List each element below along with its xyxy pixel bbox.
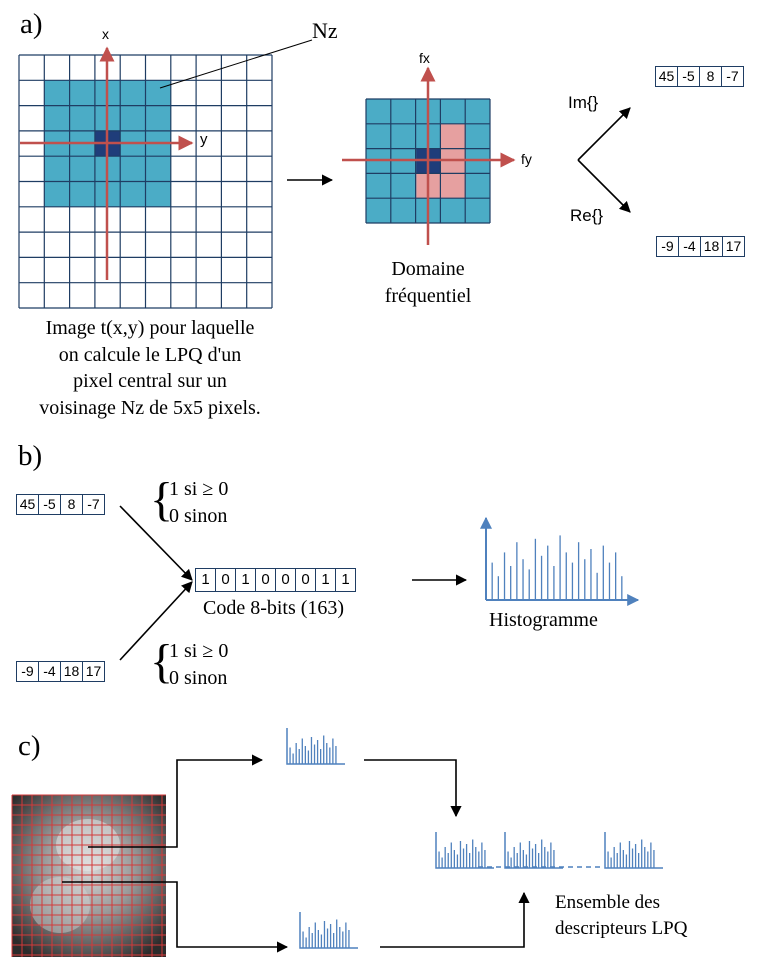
image-caption-line-3: pixel central sur un	[73, 370, 227, 392]
re-value-3: 18	[701, 237, 723, 256]
re-value-2: -4	[679, 237, 701, 256]
top-value-2: -5	[39, 495, 61, 514]
bottom-value-4: 17	[85, 663, 102, 679]
top-value-4: -7	[87, 496, 100, 512]
fx-axis-label: fx	[419, 50, 430, 66]
rule-top-line-1: 1 si ≥ 0	[169, 478, 229, 500]
bottom-vector-to-code-arrow	[119, 581, 193, 661]
frequency-caption-line-2: fréquentiel	[384, 285, 472, 307]
lpq-set-caption-line-1: Ensemble des	[555, 892, 661, 913]
rule-top-brace: {	[150, 473, 174, 526]
nz-label: Nz	[312, 18, 338, 43]
top-coefficient-vector: 45 -5 8 -7	[16, 494, 105, 515]
code-bit-3: 1	[236, 569, 256, 591]
histogram-small-top-axes	[286, 728, 345, 765]
histogram-set-2-axes	[504, 832, 563, 869]
histogram-small-bottom-axes	[299, 912, 358, 949]
rule-top: 1 si ≥ 0 0 sinon	[169, 476, 228, 530]
image-caption: Image t(x,y) pour laquelle on calcule le…	[0, 315, 300, 421]
image-caption-line-1: Image t(x,y) pour laquelle	[45, 317, 255, 339]
rule-bottom-line-2: 0 sinon	[169, 667, 228, 689]
im-value-2: -5	[678, 67, 700, 86]
histogram-large	[480, 516, 640, 606]
code-bit-4: 0	[256, 569, 276, 591]
top-value-3: 8	[61, 495, 83, 514]
im-value-4: -7	[726, 68, 739, 84]
lpq-set-caption: Ensemble des descripteurs LPQ	[555, 890, 687, 942]
image-grid	[18, 39, 313, 309]
code-bit-7: 1	[316, 569, 336, 591]
frequency-grid	[342, 66, 516, 245]
y-axis-label: y	[200, 131, 208, 148]
x-axis-label: x	[102, 26, 109, 42]
region-to-histogram-bottom	[62, 881, 289, 953]
rule-bottom: 1 si ≥ 0 0 sinon	[169, 638, 228, 692]
re-branch-arrow	[577, 159, 631, 213]
region-to-histogram-top	[88, 754, 264, 848]
bottom-coefficient-vector: -9 -4 18 17	[16, 661, 105, 682]
image-grid-lines	[18, 54, 273, 309]
histogram-set-1-axes	[435, 832, 494, 869]
im-vector: 45 -5 8 -7	[655, 66, 744, 87]
frequency-caption-line-1: Domaine	[391, 258, 465, 280]
frequency-caption: Domaine fréquentiel	[358, 256, 498, 310]
binary-code: 1 0 1 0 0 0 1 1	[195, 568, 356, 592]
im-value-1: 45	[656, 67, 678, 86]
fy-axis-label: fy	[521, 151, 532, 167]
bottom-histogram-to-set	[380, 891, 530, 948]
histogram-small-top	[286, 728, 345, 765]
panel-c-connectors	[62, 754, 530, 953]
nz-pointer-line	[159, 39, 313, 89]
image-caption-line-4: voisinage Nz de 5x5 pixels.	[39, 396, 261, 419]
face-grid-lines	[11, 794, 166, 957]
top-histogram-to-set	[364, 759, 462, 818]
lpq-set-caption-line-2: descripteurs LPQ	[555, 918, 688, 939]
top-value-1: 45	[17, 495, 39, 514]
code-bit-5: 0	[276, 569, 296, 591]
panel-a-label: a)	[20, 8, 43, 40]
im-value-3: 8	[700, 67, 722, 86]
histogram-caption: Histogramme	[489, 609, 598, 631]
im-label: Im{}	[568, 93, 599, 112]
re-vector: -9 -4 18 17	[656, 236, 745, 257]
histogram-set-3	[604, 832, 663, 869]
re-value-4: 17	[725, 238, 742, 254]
re-label: Re{}	[570, 206, 604, 225]
code-caption: Code 8-bits (163)	[203, 597, 345, 619]
code-bit-8: 1	[341, 571, 350, 588]
bottom-value-2: -4	[39, 662, 61, 681]
histogram-set-3-axes	[604, 832, 663, 869]
bottom-value-3: 18	[61, 662, 83, 681]
rule-bottom-brace: {	[150, 635, 174, 688]
image-caption-line-2: on calcule le LPQ d'un	[58, 343, 242, 366]
code-bit-6: 0	[296, 569, 316, 591]
code-bit-2: 0	[216, 569, 236, 591]
bottom-value-1: -9	[17, 662, 39, 681]
rule-top-line-2: 0 sinon	[169, 505, 228, 527]
panel-b-label: b)	[18, 440, 43, 472]
histogram-set-1	[435, 832, 494, 869]
panel-c-label: c)	[18, 730, 41, 762]
histogram-small-bottom	[299, 912, 358, 949]
rule-bottom-line-1: 1 si ≥ 0	[169, 640, 229, 662]
im-branch-arrow	[577, 107, 631, 161]
re-value-1: -9	[657, 237, 679, 256]
top-vector-to-code-arrow	[119, 505, 193, 581]
histogram-set-2	[504, 832, 563, 869]
face-image	[11, 794, 166, 957]
code-bit-1: 1	[196, 569, 216, 591]
